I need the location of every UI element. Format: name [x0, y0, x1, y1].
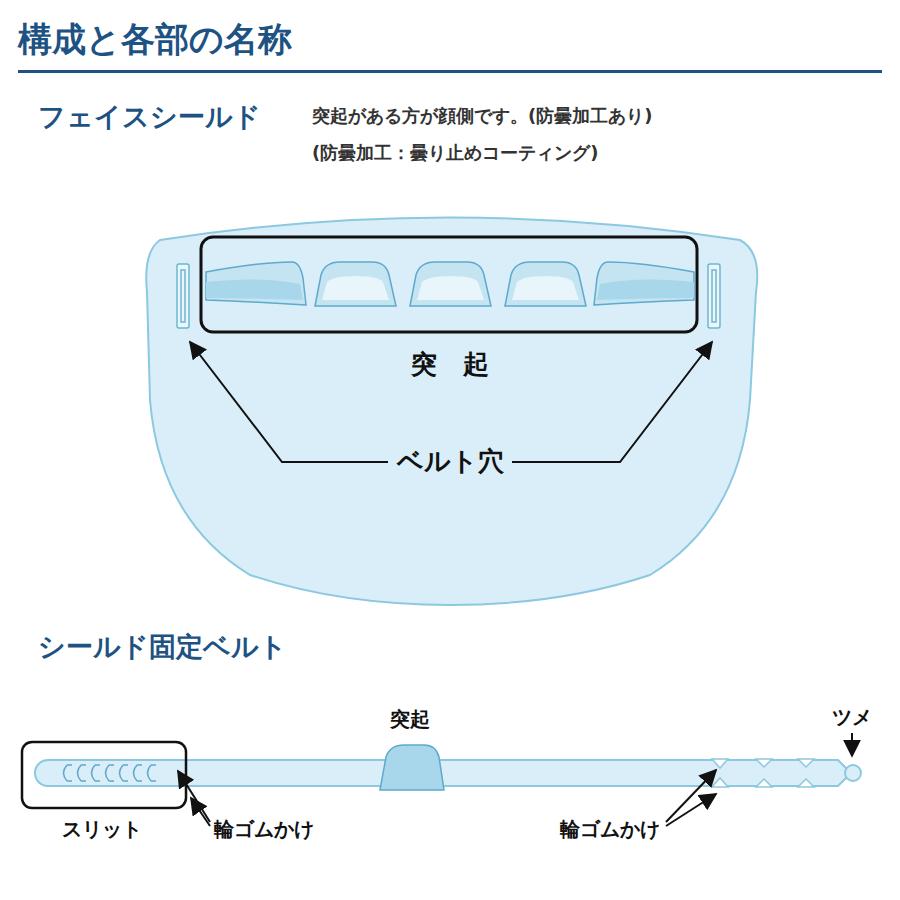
leader-lines: [178, 733, 852, 826]
belt-holes: [177, 264, 720, 328]
part-name: 突 起: [411, 350, 489, 380]
highlight-box: [201, 237, 697, 332]
section-heading: シールド固定ベルト: [38, 631, 287, 662]
face-shield: [146, 218, 757, 606]
part-name: スリット: [62, 818, 142, 841]
belt-protrusion: [380, 745, 444, 790]
highlight-box: [22, 742, 186, 808]
note: (防曇加工：曇り止めコーティング): [312, 143, 598, 164]
part-name: 輪ゴムかけ: [214, 818, 314, 841]
page-title: 構成と各部の名称: [18, 20, 292, 59]
shield-protrusions: [206, 262, 694, 306]
part-name: 突起: [390, 708, 430, 731]
section-heading: フェイスシールド: [38, 101, 261, 132]
part-name: ベルト穴: [397, 447, 504, 477]
note: 突起がある方が顔側です。(防曇加工あり): [312, 106, 652, 127]
part-name: ツメ: [832, 706, 872, 729]
fixing-belt: [35, 745, 861, 790]
title-rule: [18, 70, 882, 73]
part-name: 輪ゴムかけ: [560, 818, 660, 841]
leader-lines: [190, 342, 712, 462]
